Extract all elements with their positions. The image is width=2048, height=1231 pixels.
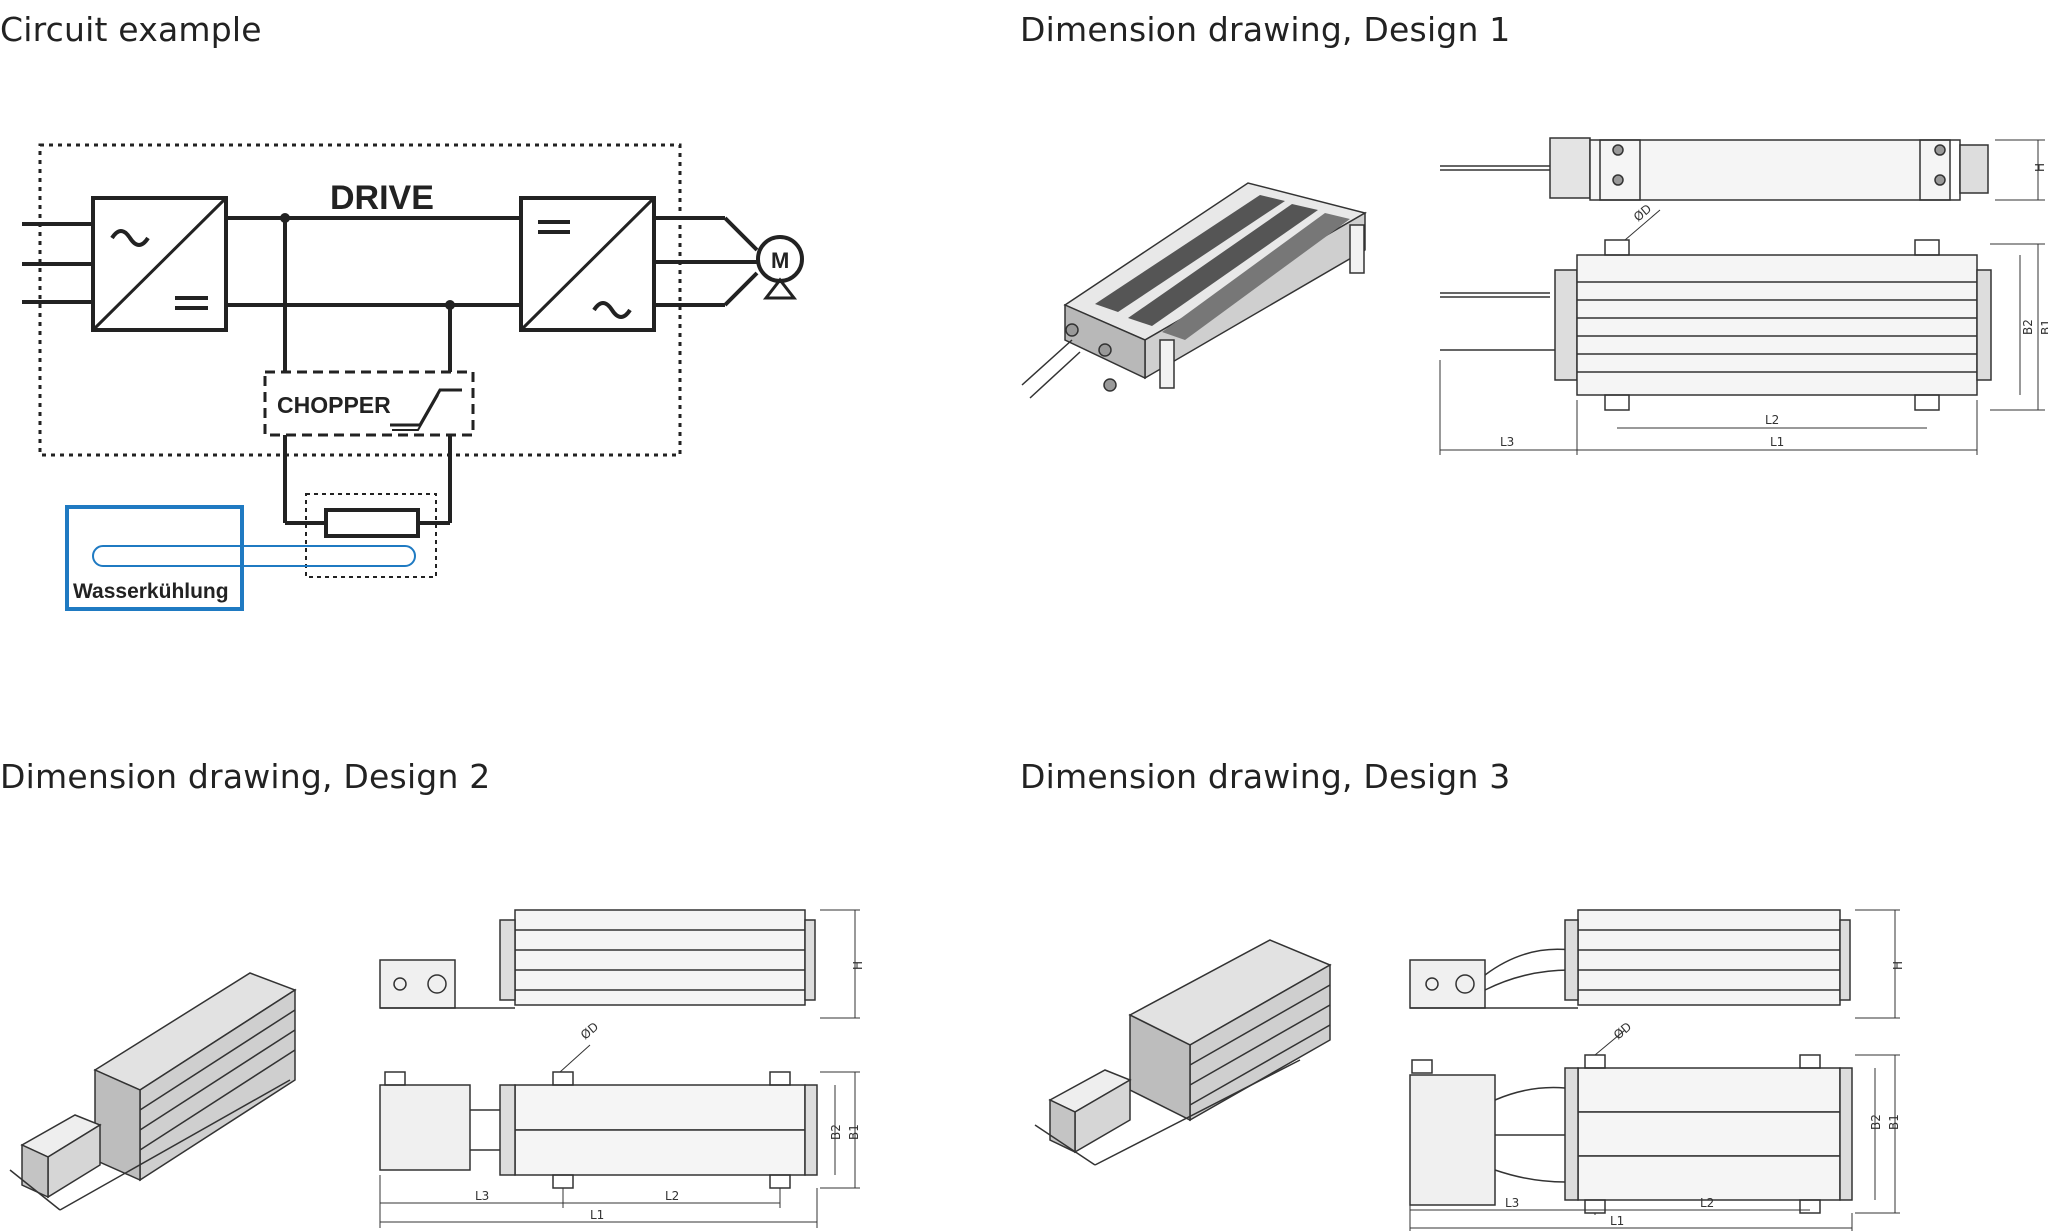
chopper-block: CHOPPER xyxy=(263,370,475,437)
design1-top-view xyxy=(1440,137,2045,201)
design1-dim-L1: L1 xyxy=(1770,435,1784,449)
design3-drawing: H ØD B2 xyxy=(1034,909,1905,1231)
design3-dim-H: H xyxy=(1891,961,1905,970)
design1-isometric-view xyxy=(1021,182,1367,399)
design1-dim-B2: B2 xyxy=(2021,319,2035,335)
resistor-boundary xyxy=(305,493,437,578)
design3-front-view xyxy=(1409,1029,1900,1231)
design2-dim-L1: L1 xyxy=(590,1208,604,1222)
resistor-symbol xyxy=(324,508,420,538)
design3-isometric-view xyxy=(1034,939,1332,1166)
circuit-diagram: DRIVE M CHOPPER xyxy=(22,143,804,611)
design3-dim-B1: B1 xyxy=(1887,1114,1901,1130)
cooling-label: Wasserkühlung xyxy=(73,580,229,603)
drive-label: DRIVE xyxy=(330,179,434,217)
design3-dim-B2: B2 xyxy=(1869,1114,1883,1130)
design1-title: Dimension drawing, Design 1 xyxy=(1020,10,1511,49)
water-cooling-box xyxy=(65,505,244,611)
design2-drawing: H ØD B2 B1 xyxy=(9,909,865,1228)
design3-dim-L2: L2 xyxy=(1700,1196,1714,1210)
design3-dim-L1: L1 xyxy=(1610,1214,1624,1228)
dc-bus xyxy=(226,216,521,372)
chopper-label: CHOPPER xyxy=(277,392,391,418)
design2-dim-L3: L3 xyxy=(475,1189,489,1203)
design1-dim-L2: L2 xyxy=(1765,413,1779,427)
drive-boundary xyxy=(38,143,682,457)
rectifier-block xyxy=(91,196,228,332)
design2-dim-B2: B2 xyxy=(829,1124,843,1140)
input-lines xyxy=(22,222,93,304)
design1-dim-H: H xyxy=(2033,163,2047,172)
design3-top-view xyxy=(1409,909,1900,1019)
resistor-wiring xyxy=(283,435,452,525)
design3-title: Dimension drawing, Design 3 xyxy=(1020,757,1511,796)
design3-dim-L3: L3 xyxy=(1505,1196,1519,1210)
design2-dim-D: ØD xyxy=(578,1020,601,1043)
design1-dim-L3: L3 xyxy=(1500,435,1514,449)
design2-top-view xyxy=(379,909,860,1019)
design2-dim-L2: L2 xyxy=(665,1189,679,1203)
motor-symbol: M xyxy=(756,235,804,300)
design1-dim-D: ØD xyxy=(1631,202,1654,225)
design1-front-view xyxy=(1439,209,2045,455)
bus-node-bottom xyxy=(445,300,455,310)
inverter-block xyxy=(519,196,656,332)
output-lines xyxy=(654,216,759,307)
design2-dim-H: H xyxy=(851,961,865,970)
design2-dim-B1: B1 xyxy=(847,1124,861,1140)
bus-node-top xyxy=(280,213,290,223)
design1-drawing: H xyxy=(1021,137,2048,455)
design2-isometric-view xyxy=(9,972,297,1211)
design2-title: Dimension drawing, Design 2 xyxy=(0,757,491,796)
circuit-title: Circuit example xyxy=(0,10,262,49)
cooling-pipe xyxy=(92,545,416,567)
design2-front-view xyxy=(379,1044,860,1228)
motor-label: M xyxy=(771,248,789,273)
design1-dim-B1: B1 xyxy=(2039,319,2048,335)
